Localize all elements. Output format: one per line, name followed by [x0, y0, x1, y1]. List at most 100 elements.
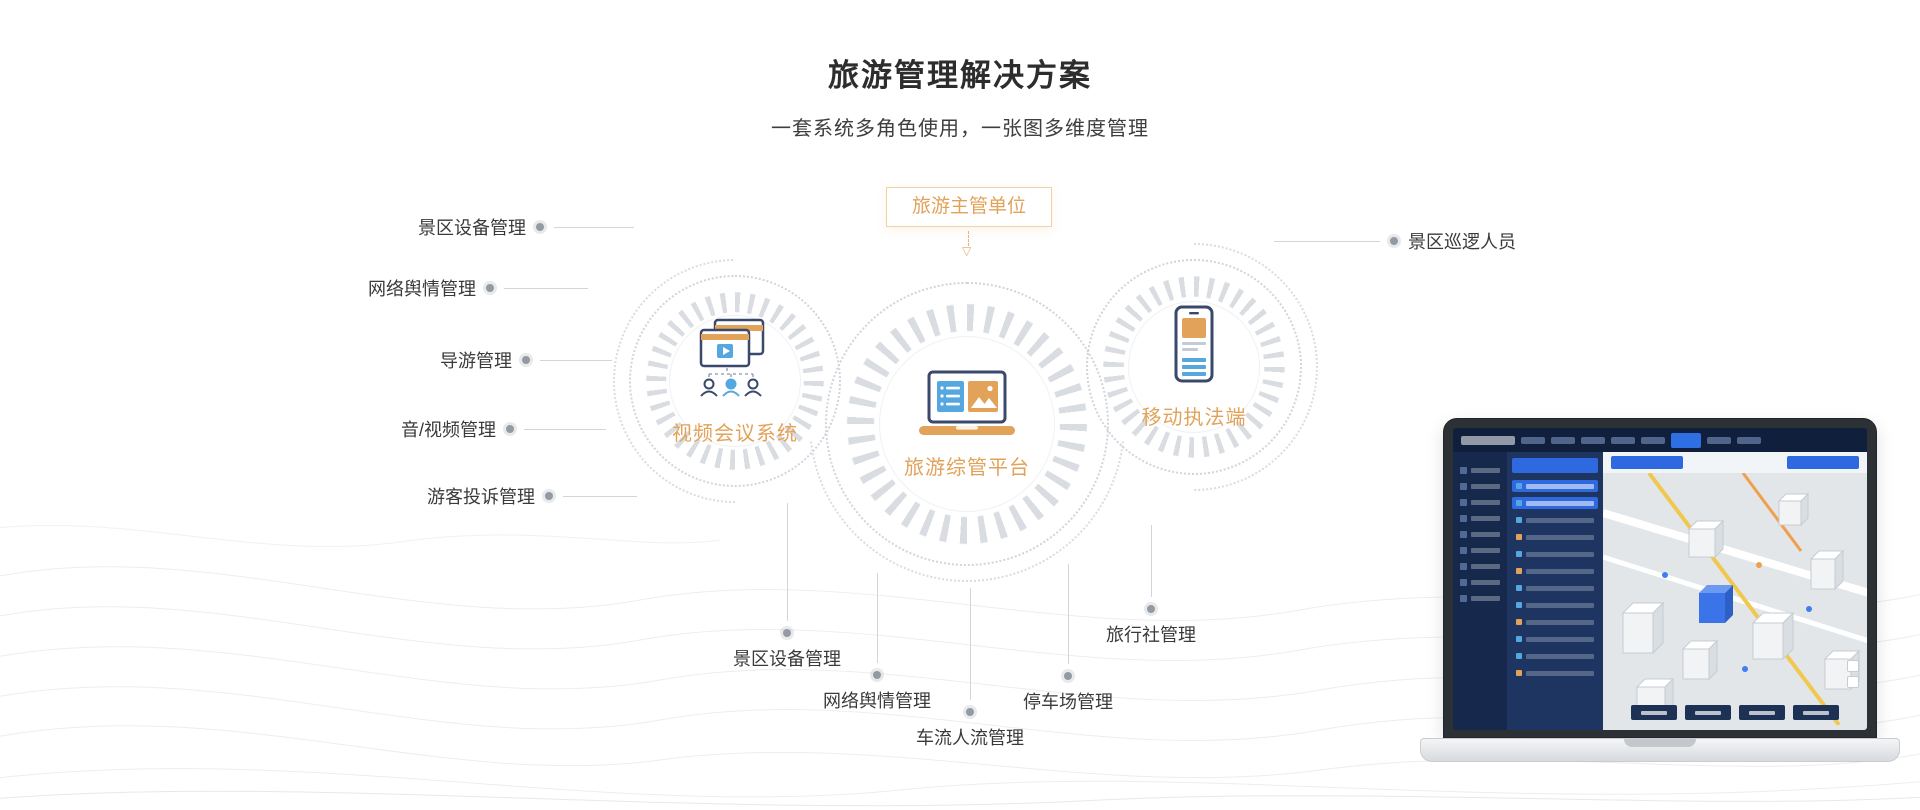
spoke-dot: [545, 492, 553, 500]
panel-row: [1512, 667, 1598, 679]
sidebar-row: [1460, 483, 1500, 490]
spoke-label: 景区巡逻人员: [1408, 232, 1516, 252]
spoke-left-audio-video: 音/视频管理: [401, 418, 606, 440]
dashboard-menu-item: [1707, 436, 1731, 444]
panel-row: [1512, 565, 1598, 577]
spoke-dot: [783, 629, 791, 637]
dashboard-screenshot: [1453, 428, 1867, 730]
spoke-line: [969, 588, 971, 700]
node-mobile-enforcement: 移动执法端: [1086, 243, 1318, 491]
panel-row: [1512, 650, 1598, 662]
spoke-line: [1150, 525, 1152, 597]
spoke-left-equipment: 景区设备管理: [418, 216, 634, 238]
spoke-bottom-traffic-flow: 车流人流管理: [870, 588, 1070, 750]
map-toolbar-button: [1739, 705, 1785, 720]
map-header-button: [1787, 456, 1859, 469]
panel-header: [1512, 458, 1598, 473]
authority-arrow-line: [968, 231, 969, 246]
dashboard-list-panel: [1507, 452, 1603, 730]
sidebar-row: [1460, 467, 1500, 474]
map-toolbar: [1631, 705, 1839, 720]
laptop-notch: [1624, 739, 1696, 747]
dashboard-logo: [1461, 435, 1515, 445]
sidebar-row: [1460, 515, 1500, 522]
spoke-label: 景区设备管理: [733, 649, 841, 669]
spoke-left-complaint: 游客投诉管理: [427, 485, 637, 507]
spoke-dot: [966, 708, 974, 716]
panel-row: [1512, 548, 1598, 560]
arrow-down-icon: ▽: [962, 244, 972, 258]
contour-waves-decoration: [0, 524, 1920, 807]
map-header-button: [1611, 456, 1683, 469]
node-label: 旅游综管平台: [904, 457, 1030, 479]
dashboard-menu-item: [1641, 436, 1665, 444]
spoke-label: 网络舆情管理: [368, 279, 476, 299]
dashboard-menu-item-active: [1671, 432, 1701, 448]
dashboard-menu-item: [1737, 436, 1761, 444]
dashboard-topbar: [1453, 428, 1867, 452]
spoke-dot: [1390, 237, 1398, 245]
map-toolbar-button: [1793, 705, 1839, 720]
spoke-right-patrol: 景区巡逻人员: [1274, 230, 1516, 252]
sidebar-row: [1460, 563, 1500, 570]
node-label: 视频会议系统: [672, 423, 798, 445]
spoke-label: 旅行社管理: [1106, 625, 1196, 645]
spoke-dot: [506, 425, 514, 433]
panel-row: [1512, 582, 1598, 594]
spoke-line: [786, 503, 788, 621]
spoke-line: [1274, 240, 1380, 242]
spoke-line: [563, 495, 637, 497]
mobile-enforcement-icon: [1174, 305, 1214, 383]
dashboard-menu-item: [1581, 436, 1605, 444]
spoke-line: [540, 359, 612, 361]
page-title: 旅游管理解决方案: [828, 58, 1092, 93]
spoke-line: [504, 287, 588, 289]
sidebar-row: [1460, 531, 1500, 538]
node-tourism-platform: 旅游综管平台: [809, 282, 1125, 582]
spoke-left-opinion: 网络舆情管理: [368, 277, 588, 299]
panel-row: [1512, 514, 1598, 526]
spoke-label: 停车场管理: [1023, 692, 1113, 712]
panel-row-active: [1512, 480, 1598, 492]
map-zoom-controls: [1847, 660, 1859, 688]
spoke-dot: [1064, 672, 1072, 680]
map-toolbar-button: [1685, 705, 1731, 720]
laptop-platform-icon: [919, 370, 1015, 435]
authority-box: 旅游主管单位: [886, 187, 1052, 227]
node-content: 视频会议系统: [669, 315, 801, 447]
dashboard-menu-item: [1611, 436, 1635, 444]
spoke-label: 网络舆情管理: [823, 691, 931, 711]
node-label: 移动执法端: [1141, 407, 1247, 429]
spoke-bottom-travel-agency: 旅行社管理: [1051, 525, 1251, 647]
dashboard-menu-item: [1521, 436, 1545, 444]
spoke-label: 车流人流管理: [916, 728, 1024, 748]
dashboard-map: [1603, 452, 1867, 730]
laptop-screen: [1443, 418, 1877, 738]
spoke-line: [1067, 564, 1069, 664]
spoke-bottom-parking: 停车场管理: [968, 564, 1168, 714]
spoke-label: 游客投诉管理: [427, 487, 535, 507]
spoke-dot: [873, 671, 881, 679]
spoke-line: [554, 226, 634, 228]
sidebar-row: [1460, 579, 1500, 586]
spoke-dot: [522, 356, 530, 364]
spoke-line: [876, 573, 878, 663]
spoke-label: 导游管理: [440, 351, 512, 371]
map-header: [1603, 452, 1867, 473]
spoke-dot: [486, 284, 494, 292]
panel-row: [1512, 616, 1598, 628]
spoke-dot: [536, 223, 544, 231]
laptop-mockup: [1420, 416, 1900, 768]
spoke-left-guide: 导游管理: [440, 349, 612, 371]
sidebar-row: [1460, 547, 1500, 554]
spoke-bottom-equipment: 景区设备管理: [687, 503, 887, 671]
spoke-label: 景区设备管理: [418, 218, 526, 238]
dashboard-sidebar: [1453, 452, 1507, 730]
laptop-base: [1420, 738, 1900, 762]
spoke-bottom-opinion: 网络舆情管理: [777, 573, 977, 713]
page-subtitle: 一套系统多角色使用，一张图多维度管理: [771, 118, 1149, 140]
spoke-label: 音/视频管理: [400, 420, 496, 440]
map-toolbar-button: [1631, 705, 1677, 720]
city-map-graphic: [1603, 473, 1867, 725]
